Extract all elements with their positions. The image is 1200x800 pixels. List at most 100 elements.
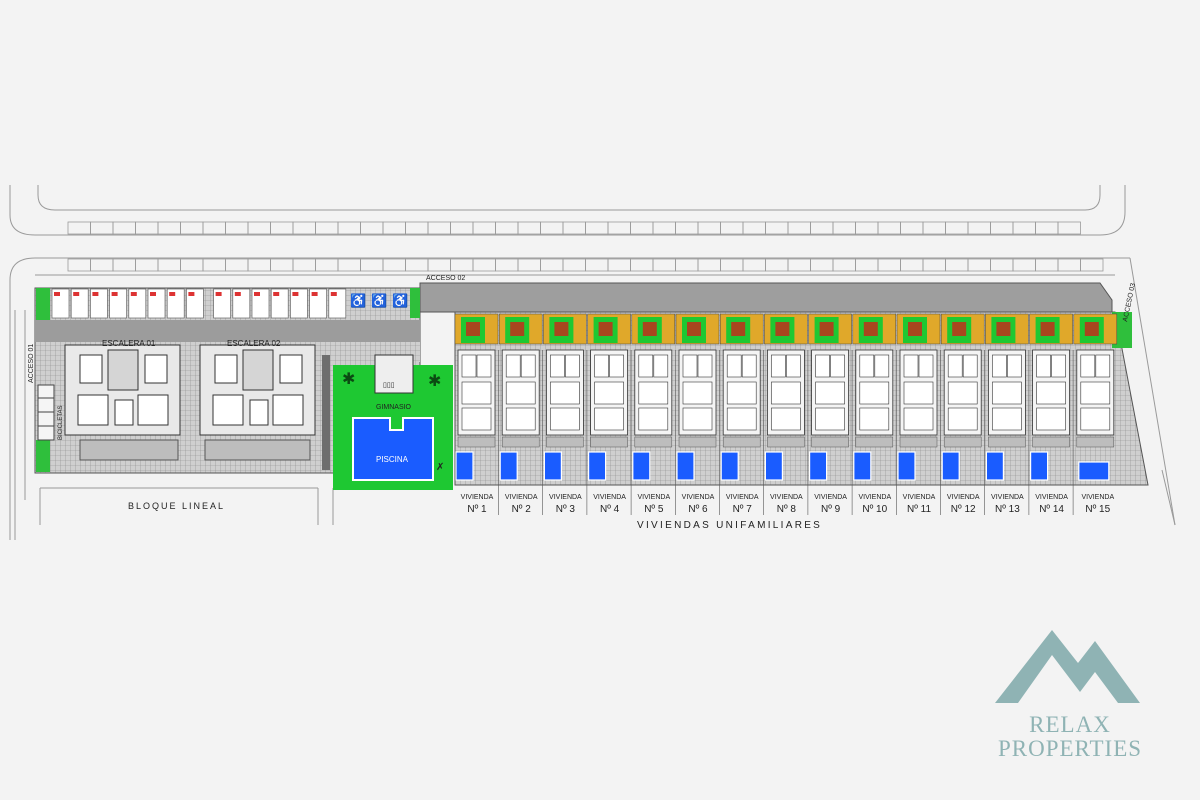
street-parking-bay	[652, 258, 676, 272]
street-parking-bay	[67, 221, 91, 235]
house-room	[461, 354, 477, 378]
house-room	[476, 354, 492, 378]
house-label-line1: VIVIENDA	[770, 494, 803, 501]
street-parking-bay	[292, 258, 316, 272]
parking-space-tag	[311, 292, 318, 296]
street-parking-bay	[360, 221, 384, 235]
house-roof-tile	[863, 322, 878, 336]
house-label-line2: Nº 11	[907, 504, 931, 515]
parking-space-tag	[292, 292, 299, 296]
street-parking-bay	[810, 221, 834, 235]
street-parking-bay	[247, 221, 271, 235]
street-parking-bay	[225, 258, 249, 272]
street-parking-bay	[112, 221, 136, 235]
house-label-line2: Nº 1	[467, 504, 487, 515]
house-room	[726, 354, 742, 378]
house-room	[1051, 354, 1066, 378]
parking-space	[166, 288, 185, 319]
street-parking-bay	[585, 221, 609, 235]
street-parking-row-bottom	[67, 258, 1104, 272]
house-terrace	[988, 436, 1026, 448]
street-parking-bay	[697, 258, 721, 272]
parking-space-tag	[330, 292, 337, 296]
house-room	[947, 381, 978, 405]
house-pool	[632, 451, 651, 481]
svg-text:✗: ✗	[436, 462, 444, 473]
house-pool	[455, 451, 474, 481]
street-parking-bay	[1080, 258, 1104, 272]
street-parking-bay	[180, 258, 204, 272]
house-room	[638, 381, 669, 405]
house-pool	[808, 451, 828, 481]
label-gimnasio: GIMNASIO	[376, 404, 412, 411]
street-parking-bay	[382, 258, 406, 272]
house-label-line1: VIVIENDA	[726, 494, 759, 501]
street-parking-bay	[832, 258, 856, 272]
house-terrace	[634, 436, 673, 448]
street-parking-bay	[495, 221, 519, 235]
house-room	[550, 407, 580, 431]
street-parking-bay	[945, 221, 969, 235]
apartment-block-1	[64, 344, 181, 461]
street-parking-bay	[877, 221, 901, 235]
street-parking-bay	[225, 221, 249, 235]
label-acceso-02: ACCESO 02	[426, 275, 465, 282]
house-label-line1: VIVIENDA	[637, 494, 670, 501]
house-room	[815, 354, 830, 378]
street-parking-bay	[742, 258, 766, 272]
house-label-line2: Nº 14	[1039, 504, 1064, 515]
street-parking-bay	[270, 221, 294, 235]
parking-space-tag	[169, 292, 176, 296]
street-parking-bay	[765, 258, 789, 272]
house-label-line1: VIVIENDA	[1035, 494, 1068, 501]
hedge	[322, 355, 330, 470]
house-label-line1: VIVIENDA	[858, 494, 891, 501]
street-parking-bay	[202, 258, 226, 272]
parking-space-tag	[92, 292, 99, 296]
parking-space	[147, 288, 166, 319]
street-parking-bay	[877, 258, 901, 272]
parking-space	[51, 288, 70, 319]
house-pool	[720, 451, 739, 481]
street-parking-bay	[135, 221, 159, 235]
street-parking-bay	[540, 258, 564, 272]
house-label-line2: Nº 4	[600, 504, 620, 515]
house-room	[609, 354, 624, 378]
accessible-parking-icons: ♿ ♿ ♿	[350, 293, 408, 308]
house-roof-tile	[642, 322, 657, 336]
house-pool	[764, 451, 784, 481]
parking-space	[109, 288, 127, 319]
site-labels: ACCESO 01 BICICLETAS ACCESO 02 ACCESO 03…	[28, 275, 1137, 531]
house-label-line2: Nº 8	[777, 504, 797, 515]
street-parking-bay	[990, 258, 1014, 272]
street-parking-row-top	[67, 221, 1081, 235]
street-parking-bay	[945, 258, 969, 272]
house-pool	[941, 451, 960, 481]
house-roof-tile	[1040, 322, 1055, 336]
label-viviendas-unifamiliares: VIVIENDAS UNIFAMILIARES	[637, 520, 822, 531]
house-room	[992, 407, 1022, 431]
house-room	[1080, 354, 1096, 378]
house-roof-tile	[731, 322, 746, 336]
logo-text-line2: PROPERTIES	[997, 736, 1143, 761]
street-parking-bay	[157, 221, 181, 235]
street-parking-bay	[90, 221, 114, 235]
street-parking-bay	[787, 221, 811, 235]
house-room	[830, 354, 845, 378]
house-label-line2: Nº 10	[862, 504, 887, 515]
street-parking-bay	[900, 221, 924, 235]
house-room	[992, 354, 1007, 378]
parking-space-tag	[234, 292, 241, 296]
house-roof-tile	[819, 322, 834, 336]
house-room	[1080, 407, 1111, 431]
sidewalks	[14, 310, 1176, 540]
house-room	[594, 381, 624, 405]
house-room	[859, 354, 875, 378]
street-parking-bay	[967, 258, 991, 272]
